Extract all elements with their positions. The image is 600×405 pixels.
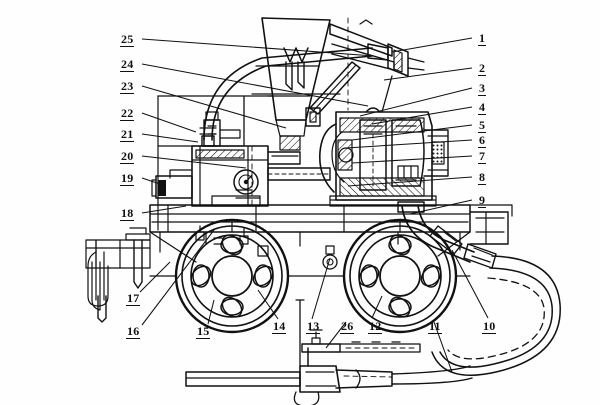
callout-number-24: 24 bbox=[120, 57, 135, 72]
callout-number-5: 5 bbox=[478, 118, 487, 133]
callout-number-20: 20 bbox=[120, 149, 135, 164]
leader-line-5 bbox=[351, 124, 473, 141]
callout-number-9: 9 bbox=[478, 193, 487, 208]
callout-number-6: 6 bbox=[478, 133, 487, 148]
rear-bracket bbox=[469, 204, 513, 245]
callout-number-12: 12 bbox=[368, 319, 383, 334]
upper-panel bbox=[157, 93, 341, 231]
leader-line-13 bbox=[311, 257, 331, 320]
leader-line-8 bbox=[347, 176, 473, 187]
callout-number-2: 2 bbox=[478, 61, 487, 76]
leader-line-1 bbox=[391, 37, 473, 53]
leader-line-12 bbox=[371, 295, 383, 319]
leader-line-21 bbox=[141, 133, 199, 143]
leader-line-15 bbox=[207, 299, 215, 325]
callout-number-8: 8 bbox=[478, 170, 487, 185]
leader-line-4 bbox=[371, 106, 473, 125]
spray-gun-assembly bbox=[185, 299, 473, 405]
diagonal-strut bbox=[305, 61, 361, 127]
coiled-hose bbox=[431, 255, 561, 376]
callout-number-10: 10 bbox=[482, 319, 497, 334]
leader-line-26 bbox=[325, 321, 347, 349]
left-wheel bbox=[174, 218, 290, 334]
support-legs bbox=[85, 227, 151, 323]
callout-number-3: 3 bbox=[478, 81, 487, 96]
callout-number-25: 25 bbox=[120, 32, 135, 47]
callout-number-19: 19 bbox=[120, 171, 135, 186]
leader-line-19 bbox=[141, 177, 167, 187]
callout-number-15: 15 bbox=[196, 324, 211, 339]
leader-line-3 bbox=[359, 87, 473, 117]
callout-number-14: 14 bbox=[272, 319, 287, 334]
leader-line-9 bbox=[409, 199, 473, 215]
callout-number-4: 4 bbox=[478, 100, 487, 115]
leader-line-17 bbox=[139, 261, 171, 293]
leader-line-11 bbox=[433, 321, 453, 373]
drive-pulley bbox=[423, 129, 449, 177]
callout-number-17: 17 bbox=[126, 291, 141, 306]
callout-number-26: 26 bbox=[340, 319, 355, 334]
valve-control-block bbox=[151, 111, 301, 207]
leader-line-24 bbox=[141, 63, 369, 107]
callout-number-23: 23 bbox=[120, 79, 135, 94]
callout-number-1: 1 bbox=[478, 31, 487, 46]
callout-number-11: 11 bbox=[428, 319, 442, 334]
leader-line-16 bbox=[141, 229, 215, 326]
fasteners bbox=[195, 225, 338, 270]
callout-number-7: 7 bbox=[478, 149, 487, 164]
leader-line-23 bbox=[141, 85, 287, 129]
leader-line-2 bbox=[383, 67, 473, 81]
wheel-axles bbox=[149, 219, 471, 277]
hopper bbox=[255, 17, 331, 151]
leader-line-20 bbox=[141, 155, 247, 169]
leader-line-10 bbox=[451, 249, 489, 319]
leader-line-25 bbox=[141, 38, 375, 57]
leader-line-22 bbox=[141, 112, 197, 133]
leader-line-7 bbox=[351, 155, 473, 164]
leader-line-14 bbox=[257, 289, 279, 320]
leader-line-18 bbox=[141, 205, 187, 214]
callout-number-22: 22 bbox=[120, 106, 135, 121]
callout-number-18: 18 bbox=[120, 206, 135, 221]
leader-line-6 bbox=[345, 139, 473, 149]
callout-number-13: 13 bbox=[306, 319, 321, 334]
callout-number-21: 21 bbox=[120, 127, 135, 142]
center-linkage bbox=[211, 145, 331, 207]
callout-number-16: 16 bbox=[126, 324, 141, 339]
lever-arm bbox=[329, 17, 425, 113]
callout-leader-lines bbox=[139, 37, 489, 373]
